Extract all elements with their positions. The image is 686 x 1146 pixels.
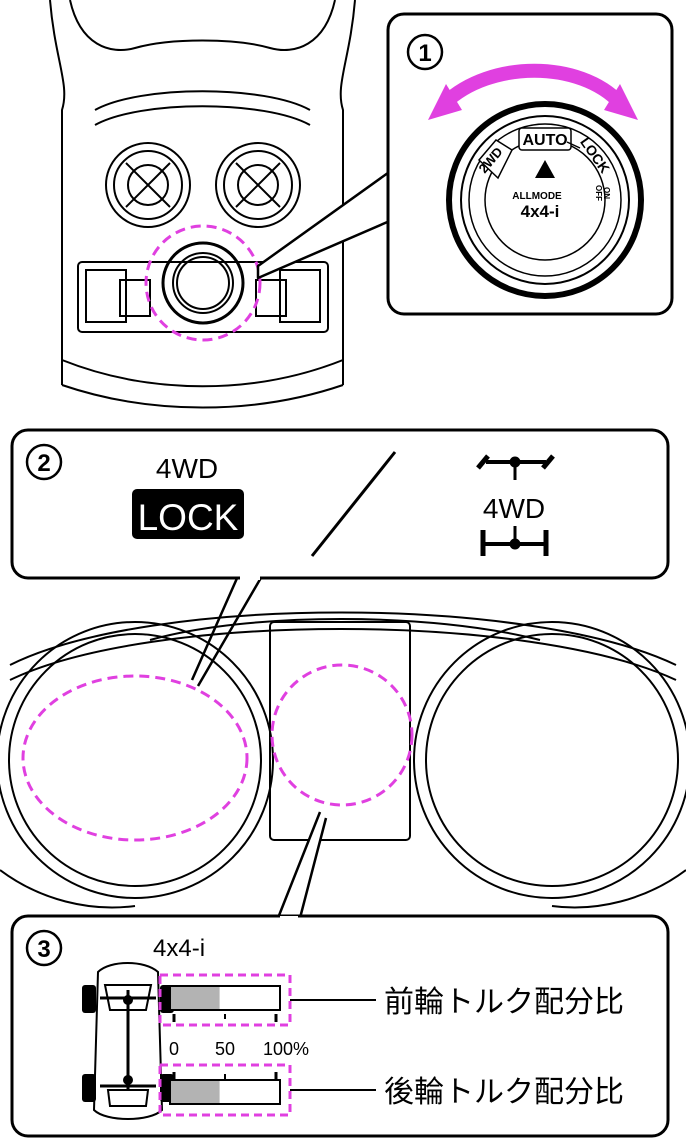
axle-icon xyxy=(480,526,549,556)
lock-indicator-top: 4WD xyxy=(156,453,218,484)
left-gauge-highlight xyxy=(21,674,249,842)
indicator-separator xyxy=(310,451,397,557)
rear-bar-highlight xyxy=(158,1063,292,1117)
drivetrain-icon xyxy=(476,454,555,480)
lock-indicator-bg xyxy=(132,489,244,539)
knob-label-on: ON xyxy=(602,187,611,199)
display-highlight xyxy=(270,663,414,807)
center-console xyxy=(49,0,356,409)
panel3-number: 3 xyxy=(37,936,50,963)
instrument-cluster xyxy=(0,611,686,909)
panel2-number-circle xyxy=(25,443,63,481)
front-bar-highlight xyxy=(158,973,292,1027)
console-knob-highlight xyxy=(144,224,262,342)
rotation-arrow-icon xyxy=(440,63,626,109)
panel1-number-circle xyxy=(406,33,444,71)
scale-label-100: 100% xyxy=(263,1039,309,1059)
panel2-box xyxy=(10,428,670,580)
knob-label-off: OFF xyxy=(594,185,603,201)
rear-torque-bar-fill xyxy=(171,1081,220,1103)
panel3-leader xyxy=(276,811,328,920)
panel1-number: 1 xyxy=(418,40,431,67)
scale-label-0: 0 xyxy=(169,1039,179,1059)
lock-indicator-label: LOCK xyxy=(138,497,239,538)
auto-pointer-icon xyxy=(535,160,555,178)
front-torque-bar-fill xyxy=(171,987,220,1009)
torque-display-title: 4x4-i xyxy=(153,935,205,962)
panel3-number-circle xyxy=(25,929,63,967)
panel2-number: 2 xyxy=(37,450,50,477)
knob-brand-top: ALLMODE xyxy=(512,191,562,202)
alt-indicator-label: 4WD xyxy=(483,493,545,524)
car-top-view-icon xyxy=(92,962,164,1120)
front-bar-ticks xyxy=(172,1014,278,1022)
knob-brand-bottom: 4x4-i xyxy=(521,202,560,221)
knob-label-auto: AUTO xyxy=(522,132,567,149)
front-torque-label: 前輪トルク配分比 xyxy=(384,985,624,1020)
rear-torque-label: 後輪トルク配分比 xyxy=(384,1075,624,1110)
drive-mode-knob xyxy=(446,101,644,299)
scale-label-50: 50 xyxy=(215,1039,235,1059)
rear-bar-ticks xyxy=(172,1072,278,1080)
